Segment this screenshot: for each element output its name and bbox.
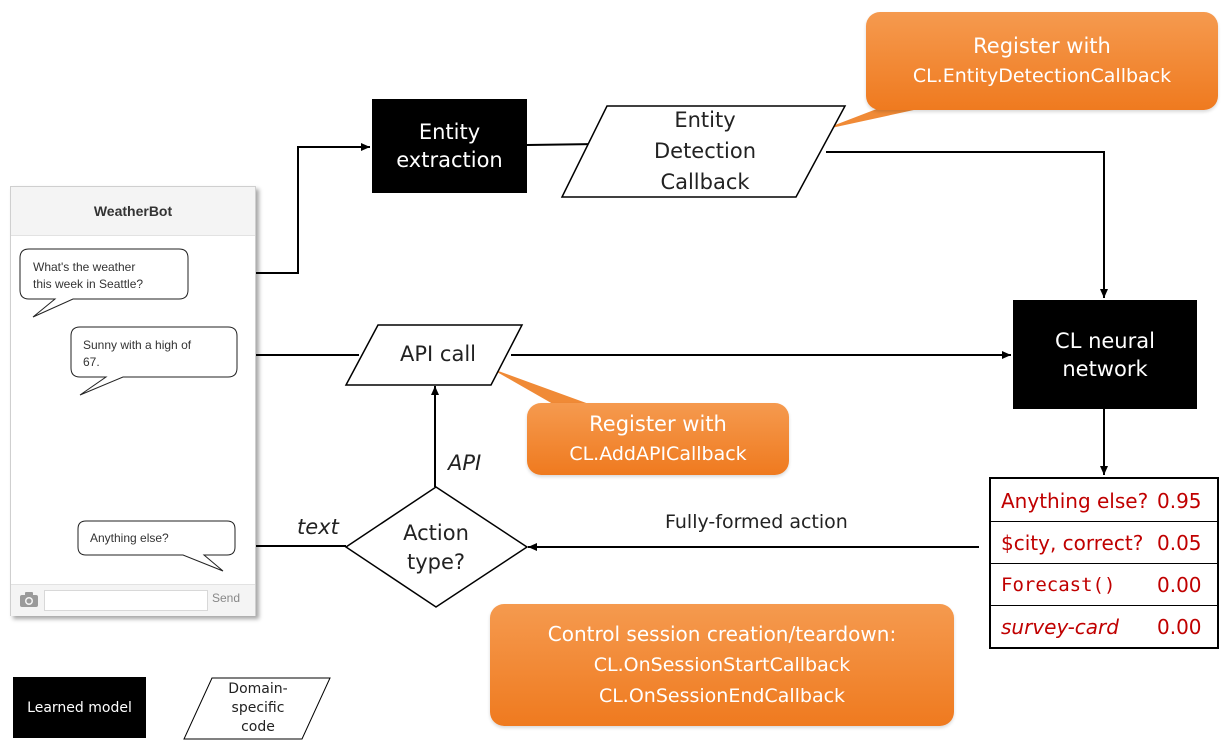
api-call-shape [344,324,524,386]
action-type-diamond [344,486,529,608]
chat-window: WeatherBot What's the weather this week … [10,186,256,616]
legend-domain-code-label: Domain- specific code [197,680,319,737]
legend-domain-line-1: Domain- [228,681,288,697]
chat-bubbles [19,248,238,572]
message-input[interactable] [44,590,208,611]
entity-detection-callback-label: Entity Detection Callback [590,106,820,197]
edge-label-text: text [297,515,339,539]
action-row: survey-card 0.00 [991,605,1217,647]
legend-learned-model-label: Learned model [27,699,132,716]
action-label: $city, correct? [1001,531,1144,555]
edge-label-api: API [448,451,482,475]
send-button[interactable]: Send [212,591,241,605]
user-message-line-1: What's the weather [33,260,136,274]
arrow-extraction-to-detection [526,140,599,149]
legend-domain-code-shape [183,677,331,740]
entity-extraction-box: Entity extraction [372,99,527,193]
action-type-label: Action type? [376,519,496,577]
action-label: survey-card [1001,615,1119,639]
callout-api-line-2: CL.AddAPICallback [569,443,747,465]
callout-session-line-3: CL.OnSessionEndCallback [598,685,846,707]
legend-domain-line-3: code [241,719,275,735]
chat-composer: Send [11,584,255,616]
action-scores-table: Anything else? 0.95 $city, correct? 0.05… [989,477,1219,649]
bot-reply-2-text: Anything else? [90,531,169,545]
neural-network-label-1: CL neural [1055,328,1155,353]
action-type-line-1: Action [403,521,469,545]
callout-api-line-1: Register with [589,412,727,436]
chat-title: WeatherBot [11,187,255,236]
bot-reply-line-1: Sunny with a high of [83,338,192,352]
callout-session-line-1: Control session creation/teardown: [547,622,897,646]
action-type-line-2: type? [406,550,466,574]
bot-reply-line-2: 67. [83,355,100,369]
action-score: 0.00 [1157,615,1202,639]
callout-api-register: Register with CL.AddAPICallback [527,403,789,475]
entity-extraction-label-2: extraction [396,148,503,172]
bot-reply-bubble [77,520,236,572]
callout-entity-line-2: CL.EntityDetectionCallback [912,65,1172,87]
action-row: Anything else? 0.95 [991,479,1217,522]
legend-domain-line-2: specific [231,700,285,716]
callout-session-line-2: CL.OnSessionStartCallback [593,654,851,676]
api-call-label: API call [400,342,476,366]
action-score: 0.95 [1157,489,1202,513]
callout-pointer-api [490,368,600,408]
callout-entity-line-1: Register with [973,34,1111,58]
legend-learned-model-box: Learned model [13,677,146,738]
callout-entity-register: Register with CL.EntityDetectionCallback [866,12,1218,110]
arrow-detection-to-network [826,151,1108,298]
entity-detection-line-1: Entity [674,108,736,132]
edge-label-fully-formed: Fully-formed action [665,511,848,533]
entity-detection-callback-shape [560,105,847,198]
action-score: 0.05 [1157,531,1202,555]
action-label: Anything else? [1001,489,1149,513]
action-row: $city, correct? 0.05 [991,521,1217,564]
neural-network-box: CL neural network [1013,300,1197,409]
action-row: Forecast() 0.00 [991,563,1217,606]
entity-detection-line-2: Detection [653,139,757,163]
callout-session: Control session creation/teardown: CL.On… [490,604,954,726]
user-message-bubble [19,248,189,318]
bot-reply-bubble [70,326,238,396]
action-label: Forecast() [1001,574,1116,596]
camera-icon[interactable] [19,591,39,608]
entity-detection-line-3: Callback [660,170,750,194]
entity-extraction-label-1: Entity [418,120,481,144]
user-message-line-2: this week in Seattle? [33,277,144,291]
action-score: 0.00 [1157,573,1202,597]
neural-network-label-2: network [1062,356,1148,381]
